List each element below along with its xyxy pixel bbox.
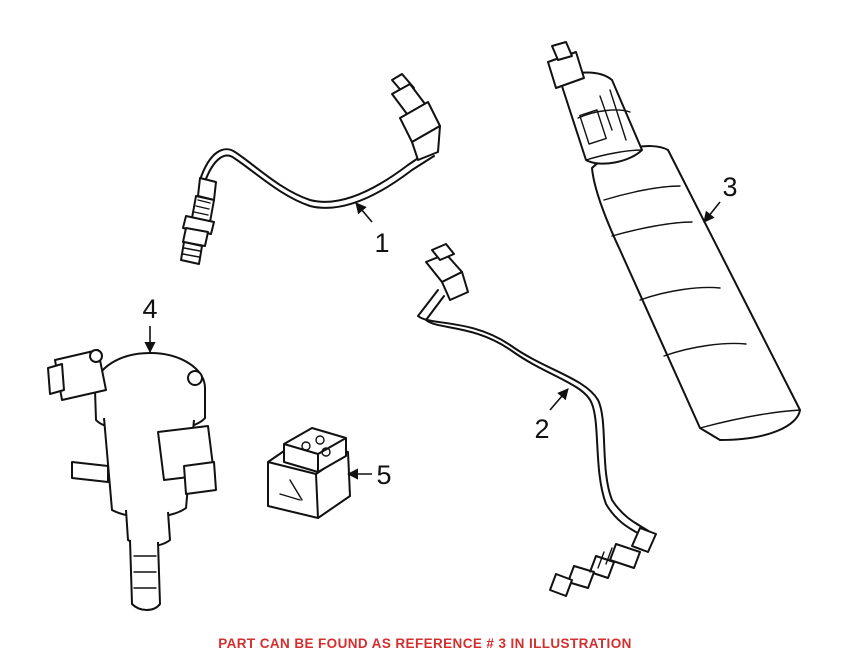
callout-number-4: 4: [142, 294, 157, 324]
callout-number-3: 3: [722, 172, 737, 202]
callout-1: 1: [355, 202, 390, 258]
oxygen-sensor-upstream-part[interactable]: [180, 73, 441, 265]
callout-2: 2: [534, 388, 569, 444]
callout-3: 3: [703, 172, 738, 223]
reference-caption: PART CAN BE FOUND AS REFERENCE # 3 IN IL…: [218, 636, 632, 651]
connector-plug-part[interactable]: [267, 427, 351, 519]
oxygen-sensor-downstream-part[interactable]: [417, 243, 657, 597]
callout-4: 4: [142, 294, 158, 354]
callout-number-2: 2: [534, 414, 549, 444]
callout-5: 5: [346, 460, 392, 490]
charcoal-canister-part[interactable]: [547, 41, 801, 441]
callout-number-5: 5: [376, 460, 391, 490]
purge-valve-part[interactable]: [47, 349, 217, 611]
callout-number-1: 1: [374, 228, 389, 258]
